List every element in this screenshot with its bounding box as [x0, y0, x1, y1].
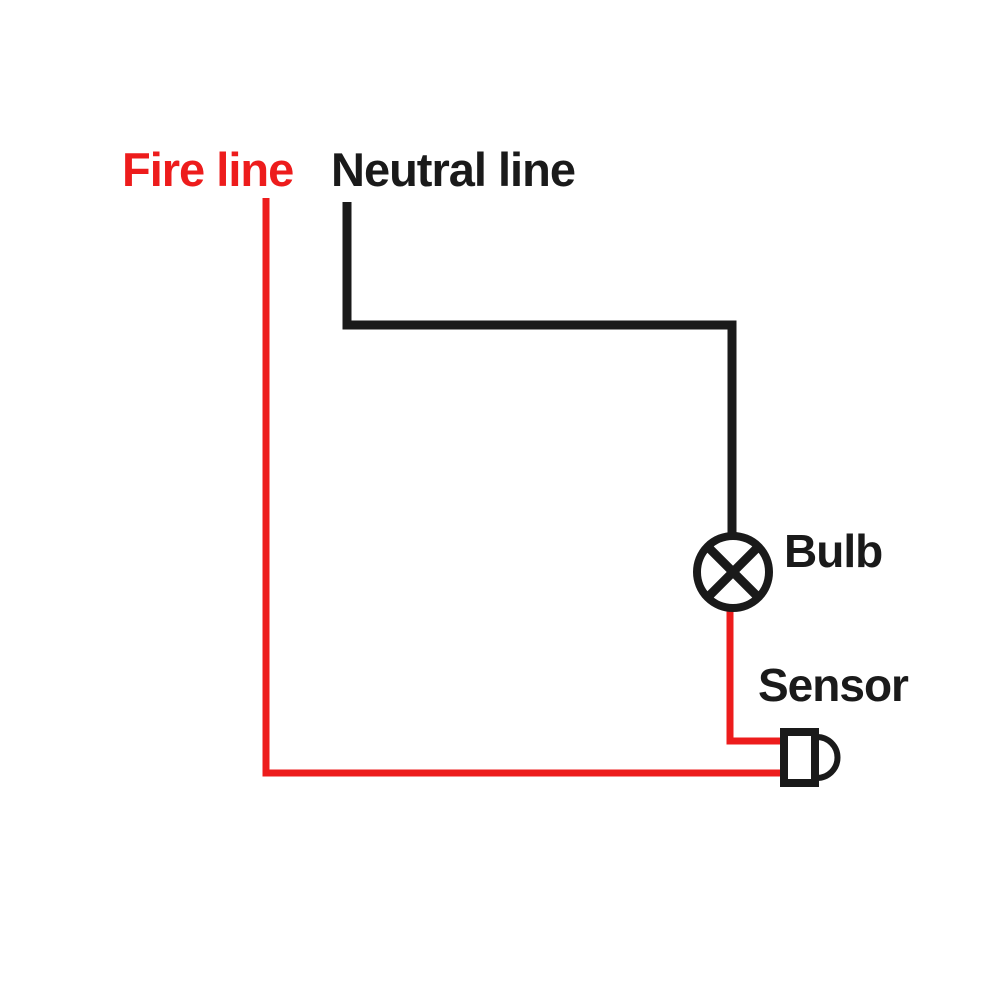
fire-line-label: Fire line — [122, 143, 294, 196]
sensor-label: Sensor — [758, 659, 909, 711]
neutral-line-label: Neutral line — [331, 143, 576, 196]
sensor-body — [780, 728, 819, 787]
sensor-lens — [816, 734, 841, 781]
neutral-line-wire — [342, 202, 737, 538]
fire-line-wire — [262, 198, 781, 777]
bulb-to-sensor-wire — [726, 606, 781, 745]
bulb-symbol — [693, 532, 773, 612]
sensor-symbol — [780, 728, 841, 787]
bulb-cross-stroke-2 — [704, 543, 762, 601]
bulb-label: Bulb — [784, 525, 883, 577]
